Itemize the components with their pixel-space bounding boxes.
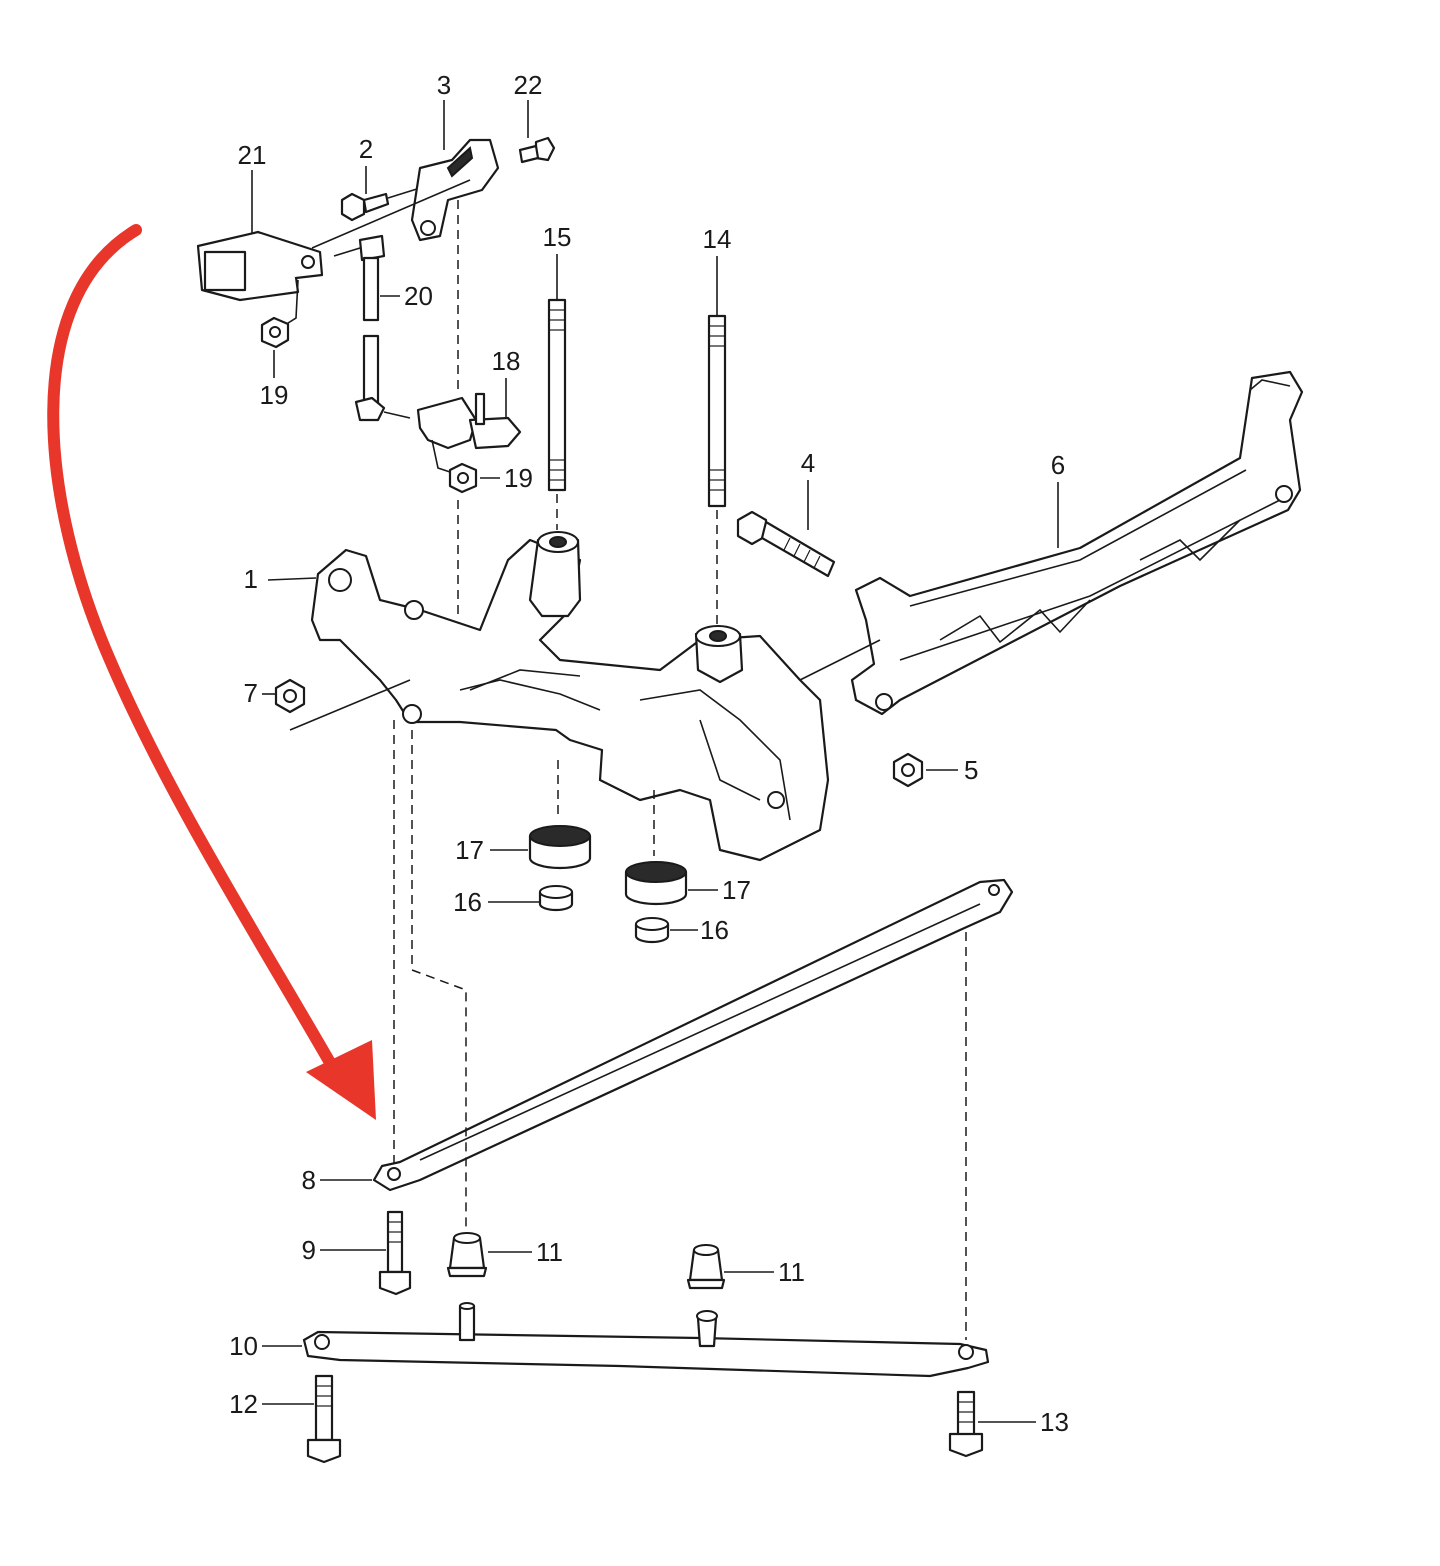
callout-21: 21 [238,140,267,170]
callout-6: 6 [1051,450,1065,480]
callout-5: 5 [964,755,978,785]
alignment-lines [393,720,967,1340]
callout-16-right: 16 [700,915,729,945]
callout-17-right: 17 [722,875,751,905]
bolt-13 [948,1390,984,1458]
callout-11-right: 11 [778,1257,805,1287]
callout-1: 1 [244,564,258,594]
stud-15 [547,298,567,530]
callout-18: 18 [492,346,521,376]
callout-9: 9 [302,1235,316,1265]
callout-22: 22 [514,70,543,100]
cap-11-right [686,1244,726,1290]
bolt-12 [306,1374,342,1464]
nut-5 [892,752,924,788]
nut-7 [274,678,306,714]
leader-lines [251,100,1059,1423]
diagonal-strut-8 [372,878,1014,1192]
callout-3: 3 [437,70,451,100]
crossmember-6 [850,370,1304,716]
callout-16-left: 16 [453,887,482,917]
callout-17-left: 17 [455,835,484,865]
callout-19-lower: 19 [504,463,533,493]
callout-4: 4 [801,448,815,478]
callout-12: 12 [229,1389,258,1419]
callout-19-upper: 19 [260,380,289,410]
lower-strut-10 [302,1302,990,1378]
flange-nut-16-left [538,885,574,912]
callout-2: 2 [359,134,373,164]
flange-nut-16-right [634,917,670,944]
main-crossmember-1 [289,531,881,862]
callout-labels: 21 2 3 22 20 18 19 19 15 14 4 6 1 7 5 17… [229,70,1069,1437]
stud-14 [707,314,727,624]
callout-7: 7 [244,678,258,708]
callout-20: 20 [404,281,433,311]
bolt-4 [736,510,836,578]
callout-13: 13 [1040,1407,1069,1437]
rubber-mount-17-right [624,861,688,906]
cap-11-left [446,1232,488,1278]
callout-15: 15 [543,222,572,252]
curved-arrow-icon [47,224,376,1120]
callout-8: 8 [302,1165,316,1195]
bolt-9 [378,1210,412,1296]
level-sensor-assembly [196,136,556,620]
callout-14: 14 [703,224,732,254]
callout-10: 10 [229,1331,258,1361]
rubber-mount-17-left [528,825,592,870]
callout-11-left: 11 [536,1237,563,1267]
